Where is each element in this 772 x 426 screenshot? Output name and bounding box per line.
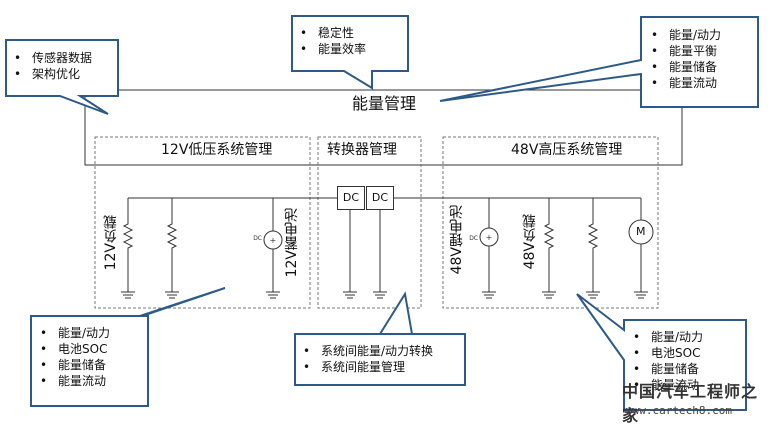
callout-bottom-left: 能量/动力 电池SOC 能量储备 能量流动	[40, 325, 110, 389]
callout-item: 电池SOC	[633, 345, 703, 361]
callout-item: 架构优化	[14, 66, 92, 82]
svg-text:DC: DC	[253, 235, 262, 242]
converter-box	[317, 136, 422, 309]
callout-top-center: 稳定性 能量效率	[300, 25, 366, 57]
callout-item: 系统间能量/动力转换	[303, 343, 433, 359]
callout-item: 能量流动	[651, 75, 721, 91]
high-voltage-title: 48V高压系统管理	[511, 142, 623, 158]
svg-text:+: +	[270, 236, 277, 245]
dc-converter-box-1: DC	[337, 186, 365, 210]
motor-label: M	[636, 225, 646, 238]
callout-item: 系统间能量管理	[303, 359, 433, 375]
high-voltage-battery-label: 48V锂电池	[449, 205, 465, 275]
svg-text:DC: DC	[469, 235, 478, 242]
low-voltage-load-label: 12V负载	[103, 215, 119, 271]
high-voltage-circuit: + DC	[393, 197, 654, 299]
watermark-title: 中国汽车工程师之家	[622, 382, 759, 425]
callout-item: 能量储备	[633, 361, 703, 377]
callout-top-left: 传感器数据 架构优化	[14, 50, 92, 82]
callout-item: 能量/动力	[633, 329, 703, 345]
callout-top-right: 能量/动力 能量平衡 能量储备 能量流动	[651, 27, 721, 91]
main-title: 能量管理	[352, 94, 417, 113]
low-voltage-battery-label: 12V蓄电池	[284, 208, 300, 278]
dc-converter-box-2: DC	[366, 186, 394, 210]
callout-bottom-center: 系统间能量/动力转换 系统间能量管理	[303, 343, 433, 375]
callout-item: 稳定性	[300, 25, 366, 41]
callout-item: 能量效率	[300, 41, 366, 57]
converter-circuit	[342, 209, 388, 299]
svg-text:+: +	[486, 233, 493, 242]
callout-bottom-right: 能量/动力 电池SOC 能量储备 能量流动	[633, 329, 703, 393]
callout-item: 能量流动	[40, 373, 110, 389]
watermark-url: www.cartech8.com	[626, 404, 732, 417]
low-voltage-circuit: + DC	[120, 197, 337, 299]
callout-item: 能量平衡	[651, 43, 721, 59]
high-voltage-load-label: 48V负载	[522, 214, 538, 270]
callout-item: 能量/动力	[651, 27, 721, 43]
low-voltage-title: 12V低压系统管理	[161, 142, 273, 158]
callout-item: 能量流动	[633, 377, 703, 393]
callout-item: 能量储备	[40, 357, 110, 373]
energy-management-frame	[84, 89, 683, 166]
callout-item: 传感器数据	[14, 50, 92, 66]
callout-item: 能量储备	[651, 59, 721, 75]
high-voltage-box	[442, 136, 659, 309]
low-voltage-box	[94, 136, 311, 309]
converter-title: 转换器管理	[327, 142, 397, 158]
callout-item: 电池SOC	[40, 341, 110, 357]
callout-item: 能量/动力	[40, 325, 110, 341]
